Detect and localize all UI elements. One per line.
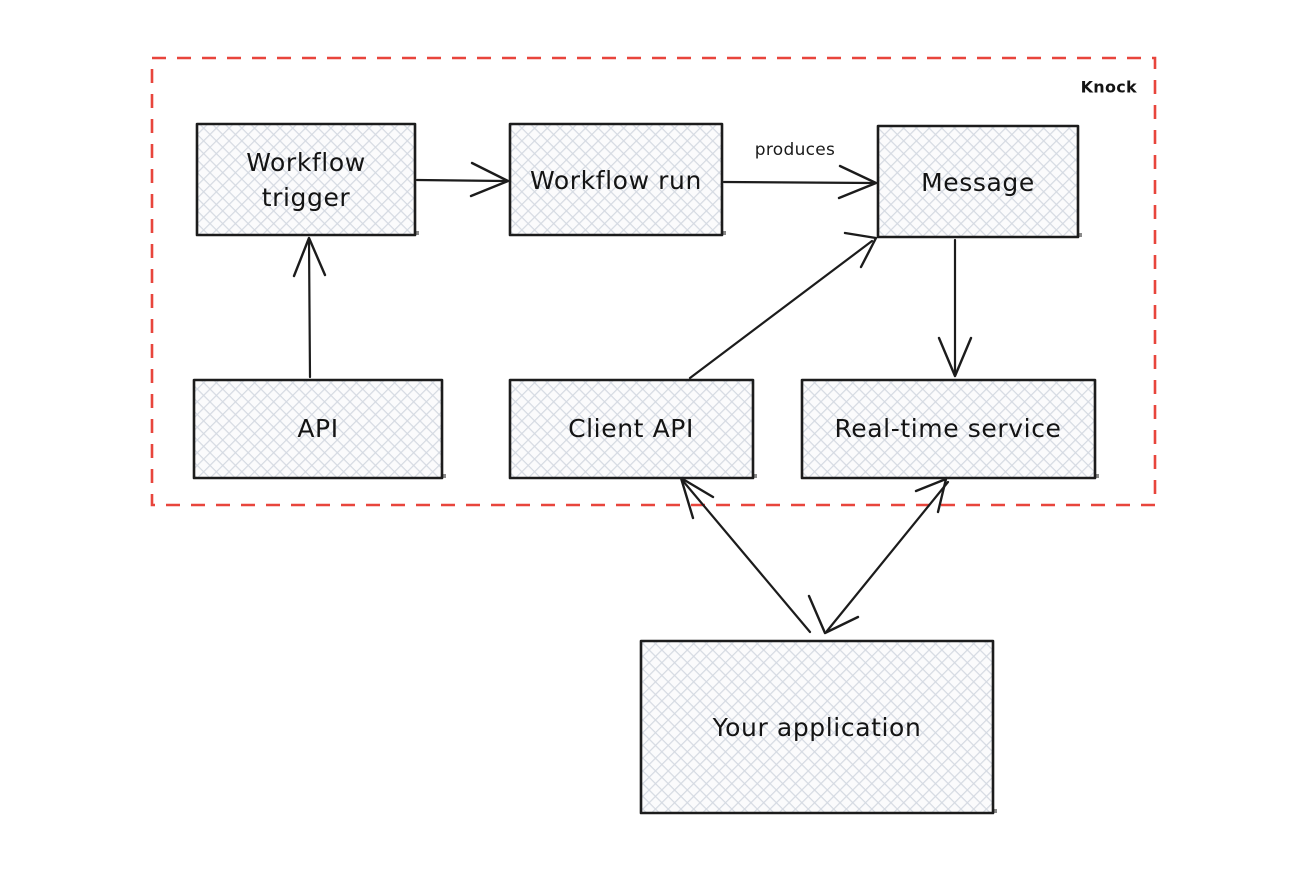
node-api-label: API [297,414,338,443]
knock-boundary-group: Knock [150,56,1157,507]
node-workflow-trigger-rect [195,122,417,237]
node-api-rect [192,378,444,480]
edge-message-to-realtime [937,238,973,378]
node-real-time-service-label: Real-time service [834,414,1061,443]
node-workflow-trigger-label-line1: Workflow [246,148,366,177]
node-real-time-service[interactable]: Real-time service [800,378,1099,480]
node-api[interactable]: API [192,378,446,480]
knock-boundary-label: Knock [1081,78,1137,97]
node-workflow-run[interactable]: Workflow run [508,122,726,237]
edge-clientapi-to-message [688,231,878,380]
edge-realtime-to-app [807,477,950,635]
node-message[interactable]: Message [876,124,1082,239]
node-your-application-label: Your application [712,713,922,742]
node-workflow-run-label: Workflow run [530,166,702,195]
node-message-rect [876,124,1080,239]
edge-run-to-message: produces [722,140,878,200]
node-message-label: Message [921,168,1035,197]
node-workflow-trigger[interactable]: Workflow trigger [195,122,419,237]
knock-boundary-rect [150,56,1157,507]
edge-app-to-clientapi [679,476,812,634]
node-workflow-trigger-label-line2: trigger [262,183,351,212]
node-client-api-label: Client API [568,414,694,443]
edge-label-produces: produces [755,140,835,160]
edge-trigger-to-run [415,161,510,198]
node-your-application[interactable]: Your application [639,639,997,815]
node-real-time-service-rect [800,378,1097,480]
node-client-api[interactable]: Client API [508,378,757,480]
node-client-api-rect [508,378,755,480]
edge-api-to-trigger [292,236,327,379]
node-your-application-rect [639,639,995,815]
node-workflow-run-rect [508,122,724,237]
